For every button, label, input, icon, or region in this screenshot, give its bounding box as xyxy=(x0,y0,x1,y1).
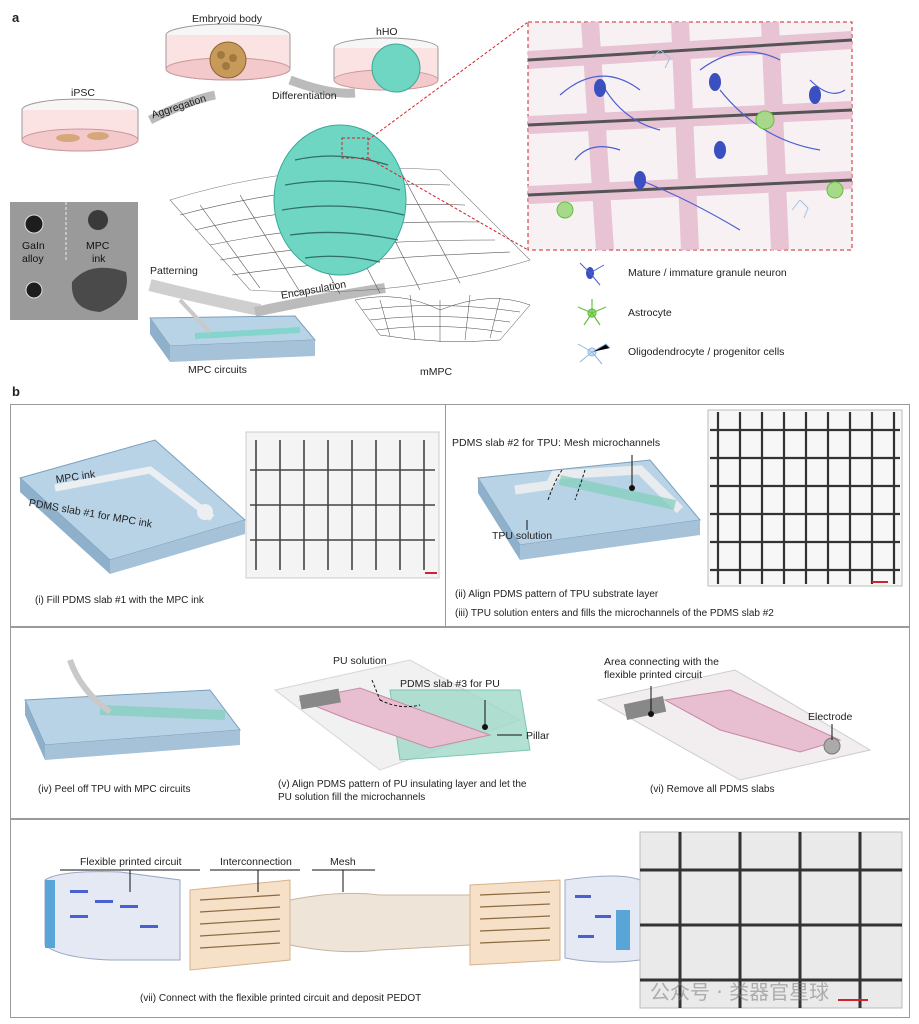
pu-solution-label: PU solution xyxy=(333,655,387,667)
watermark: 公众号 · 类器官星球 xyxy=(650,976,829,1005)
mesh-label: Mesh xyxy=(330,856,356,868)
step-ii-caption: (ii) Align PDMS pattern of TPU substrate… xyxy=(455,589,658,600)
fpc-label: Flexible printed circuit xyxy=(80,856,182,868)
pdms-slab-3 xyxy=(275,660,530,770)
final-device xyxy=(598,670,870,780)
area-connecting-label-2: flexible printed circuit xyxy=(604,669,702,681)
electrode-label: Electrode xyxy=(808,711,852,723)
pdms-slab-2-label: PDMS slab #2 for TPU: Mesh microchannels xyxy=(452,437,660,449)
step-v-caption-2: PU solution fill the microchannels xyxy=(278,792,425,803)
mesh-pattern-micrograph-1 xyxy=(246,432,439,578)
step-iv-caption: (iv) Peel off TPU with MPC circuits xyxy=(38,784,190,795)
step-vi-caption: (vi) Remove all PDMS slabs xyxy=(650,784,774,795)
step-v-caption-1: (v) Align PDMS pattern of PU insulating … xyxy=(278,779,526,790)
pdms-slab-3-label: PDMS slab #3 for PU xyxy=(400,678,500,690)
pdms-slab-2 xyxy=(478,455,700,560)
interconnection-label: Interconnection xyxy=(220,856,292,868)
area-connecting-label-1: Area connecting with the xyxy=(604,656,719,668)
step-i-caption: (i) Fill PDMS slab #1 with the MPC ink xyxy=(35,595,204,606)
tpu-solution-label: TPU solution xyxy=(492,530,552,542)
mesh-pattern-micrograph-2 xyxy=(708,410,902,586)
pillar-label: Pillar xyxy=(526,730,549,742)
step-vii-caption: (vii) Connect with the flexible printed … xyxy=(140,993,421,1004)
step-iii-caption: (iii) TPU solution enters and fills the … xyxy=(455,608,774,619)
flexible-device-illustration xyxy=(45,870,640,970)
peel-off-slab xyxy=(25,660,240,760)
